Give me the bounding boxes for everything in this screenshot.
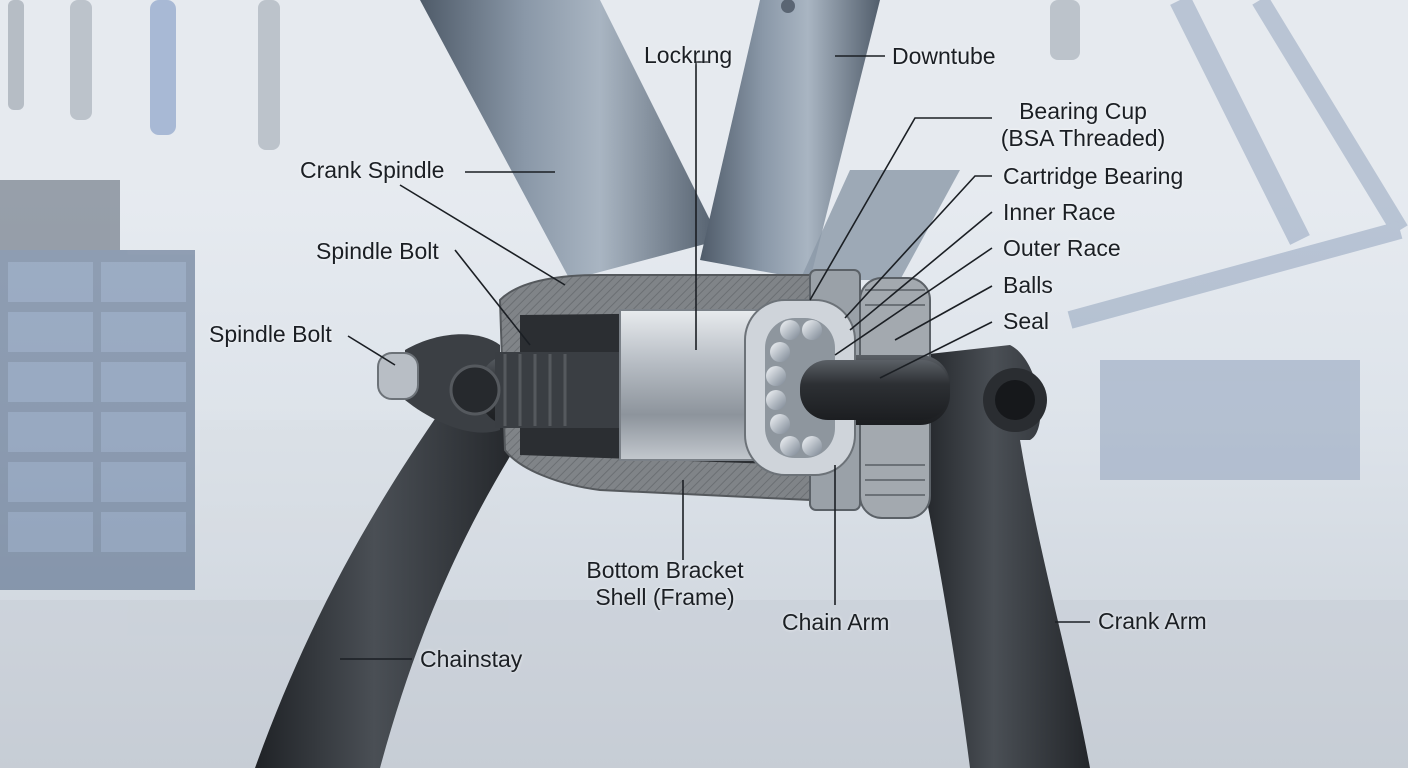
chainstay [255,340,520,768]
label-bb-shell: Bottom Bracket Shell (Frame) [570,557,760,611]
leader-lines [340,55,1090,660]
label-bb-shell-line1: Bottom Bracket [586,557,744,583]
crank-arm-bore [995,380,1035,420]
blurred-tool-wall [8,0,1080,150]
label-bb-shell-line2: Shell (Frame) [595,584,735,610]
crank-arm [915,345,1090,768]
spindle-bolt [377,352,419,400]
down-tube [700,0,880,280]
label-chainstay: Chainstay [420,646,523,672]
bearing-balls [766,320,822,456]
label-balls: Balls [1003,272,1053,298]
label-chain-arm: Chain Arm [782,609,890,635]
label-inner-race: Inner Race [1003,199,1116,225]
label-lockring: Lockrıng [644,42,733,68]
label-cartridge-bearing: Cartridge Bearing [1003,163,1184,189]
label-bearing-cup-line2: (BSA Threaded) [1000,125,1166,151]
label-bearing-cup: Bearing Cup (BSA Threaded) [988,98,1178,152]
label-downtube: Downtube [892,43,996,69]
label-bearing-cup-line1: Bearing Cup [1019,98,1147,124]
label-crank-arm: Crank Arm [1098,608,1207,634]
blurred-parts-cabinet [0,180,195,590]
label-spindle-bolt-lower: Spindle Bolt [209,321,332,347]
spindle-right-end [800,360,950,420]
label-crank-spindle: Crank Spindle [300,157,445,183]
cup-threads [865,289,925,496]
seat-tube [420,0,720,280]
label-seal: Seal [1003,308,1050,334]
spindle-splines [495,352,625,428]
downtube-shadow [800,170,960,280]
bottle-bolt [781,0,795,13]
bolt-washer [449,364,501,416]
spline-lines [503,354,567,426]
label-outer-race: Outer Race [1003,235,1121,261]
label-spindle-bolt-upper: Spindle Bolt [316,238,439,264]
